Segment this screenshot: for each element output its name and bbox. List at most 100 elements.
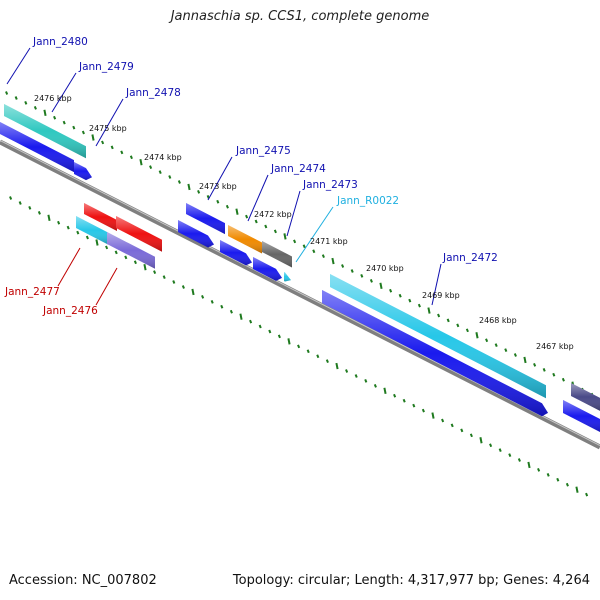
inner-tick <box>325 359 329 364</box>
gene-block-2474-b-shade <box>220 240 252 266</box>
outer-tick-track <box>5 91 594 397</box>
outer-tick <box>485 338 489 343</box>
outer-tick <box>62 120 66 125</box>
inner-tick <box>18 201 22 205</box>
inner-tick <box>153 270 157 275</box>
inner-tick <box>498 448 502 453</box>
leader-line <box>295 206 334 263</box>
inner-tick <box>162 275 166 279</box>
gene-block-2477-a-shade <box>84 203 117 231</box>
outer-tick <box>187 183 191 191</box>
outer-tick <box>456 323 460 328</box>
outer-tick <box>446 318 450 323</box>
inner-tick <box>124 255 128 260</box>
outer-tick <box>235 208 239 215</box>
inner-tick <box>268 329 272 334</box>
kbp-label: 2474 kbp <box>144 153 182 162</box>
inner-tick <box>306 349 310 354</box>
outer-tick <box>312 249 316 254</box>
inner-tick <box>402 398 406 403</box>
inner-tick <box>345 369 349 373</box>
inner-tick <box>114 250 118 255</box>
inner-tick <box>181 285 185 289</box>
inner-tick <box>239 313 243 320</box>
outer-tick <box>533 363 537 367</box>
inner-tick <box>316 354 320 359</box>
kbp-label: 2472 kbp <box>254 210 292 219</box>
accession-text: Accession: NC_007802 <box>9 573 157 588</box>
outer-tick <box>225 204 229 209</box>
inner-tick <box>9 196 13 200</box>
outer-tick <box>331 257 335 265</box>
leader-line <box>207 156 233 201</box>
inner-tick <box>460 428 464 433</box>
leader-line <box>95 267 118 306</box>
inner-tick <box>335 362 339 370</box>
outer-tick <box>254 219 258 224</box>
genome-stats-text: Topology: circular; Length: 4,317,977 bp… <box>232 573 590 588</box>
outer-tick <box>437 313 441 318</box>
leader-line <box>247 174 269 222</box>
inner-tick <box>556 477 560 482</box>
outer-tick <box>206 194 210 199</box>
inner-tick <box>76 230 80 235</box>
gene-label: Jann_2480 <box>32 36 88 48</box>
outer-tick <box>264 224 268 229</box>
gene-label: Jann_2478 <box>125 87 181 99</box>
outer-tick <box>273 229 277 234</box>
gene-block-edge-a-shade <box>571 383 600 411</box>
outer-tick <box>341 264 345 268</box>
gene-block-edge-b-shade <box>563 400 600 433</box>
inner-tick <box>421 408 425 413</box>
gene-block-2476-b-shade <box>107 232 155 269</box>
inner-tick <box>57 220 61 225</box>
outer-tick <box>360 274 364 278</box>
outer-tick <box>33 105 37 110</box>
genome-backbone <box>0 139 600 450</box>
outer-tick <box>91 134 95 141</box>
outer-tick <box>168 175 172 179</box>
outer-tick <box>139 159 143 166</box>
outer-tick <box>72 125 76 130</box>
inner-tick <box>47 214 51 221</box>
outer-tick <box>398 293 402 298</box>
gene-block-2480-shade <box>4 104 86 159</box>
inner-tick <box>28 206 32 210</box>
outer-tick <box>552 372 556 377</box>
outer-tick <box>475 332 479 339</box>
outer-tick <box>110 145 114 150</box>
gene-block-2473-b-shade <box>253 257 282 281</box>
leader-line <box>431 263 442 306</box>
inner-tick <box>105 245 109 250</box>
outer-tick <box>542 367 546 372</box>
inner-tick <box>297 344 301 349</box>
inner-tick <box>469 433 473 438</box>
outer-tick <box>523 356 527 364</box>
inner-tick <box>172 280 176 284</box>
gene-block-2475-b-shade <box>178 220 214 248</box>
inner-tick <box>441 418 445 423</box>
outer-tick <box>427 307 431 314</box>
outer-tick <box>216 199 220 204</box>
inner-tick <box>565 482 569 487</box>
outer-tick <box>14 96 18 100</box>
outer-tick <box>350 269 354 273</box>
outer-tick <box>417 303 421 308</box>
inner-tick <box>412 403 416 408</box>
outer-tick <box>369 279 373 283</box>
leader-line <box>6 47 31 85</box>
inner-tick <box>95 239 99 246</box>
gene-label: Jann_R0022 <box>336 195 399 207</box>
gene-block-2478-shade <box>74 162 92 181</box>
inner-tick <box>383 387 387 395</box>
outer-tick <box>149 165 153 170</box>
gene-block-2473-shade <box>262 241 292 268</box>
gene-block-2474-shade <box>228 225 262 254</box>
inner-tick <box>479 437 483 444</box>
gene-label: Jann_2473 <box>302 179 358 191</box>
outer-tick <box>245 214 249 219</box>
gene-features <box>0 104 600 433</box>
inner-tick <box>585 492 589 497</box>
outer-tick <box>494 343 498 348</box>
